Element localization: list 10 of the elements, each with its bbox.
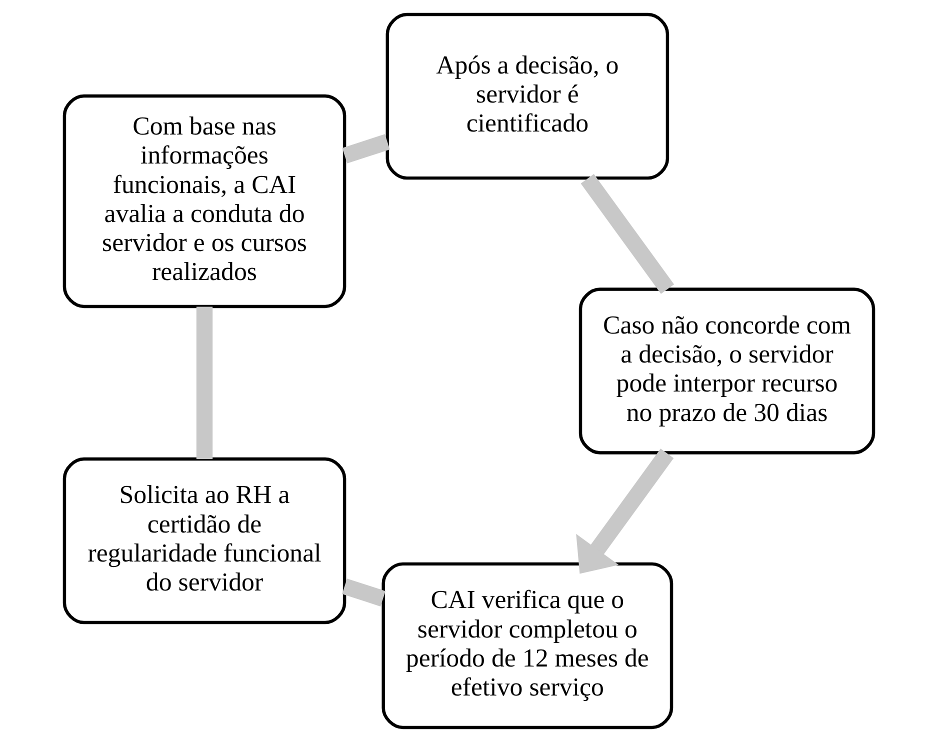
- node-box: Solicita ao RH a certidão de regularidade funcional do servidor: [62, 457, 346, 624]
- arrow: [576, 448, 674, 574]
- node-box: CAI verifica que o servidor completou o período de 12 meses de efetivo serviço: [381, 562, 673, 730]
- connector: [580, 174, 674, 294]
- node-box: Com base nas informações funcionais, a CAI avalia a conduta do servidor e os cursos realizados: [62, 94, 346, 308]
- node-box: Após a decisão, o servidor é cientificado: [385, 12, 669, 180]
- connector: [342, 134, 390, 164]
- connector: [196, 306, 212, 459]
- connector: [342, 578, 385, 606]
- node-box: Caso não concorde com a decisão, o servidor pode interpor recurso no prazo de 30 dias: [578, 288, 875, 454]
